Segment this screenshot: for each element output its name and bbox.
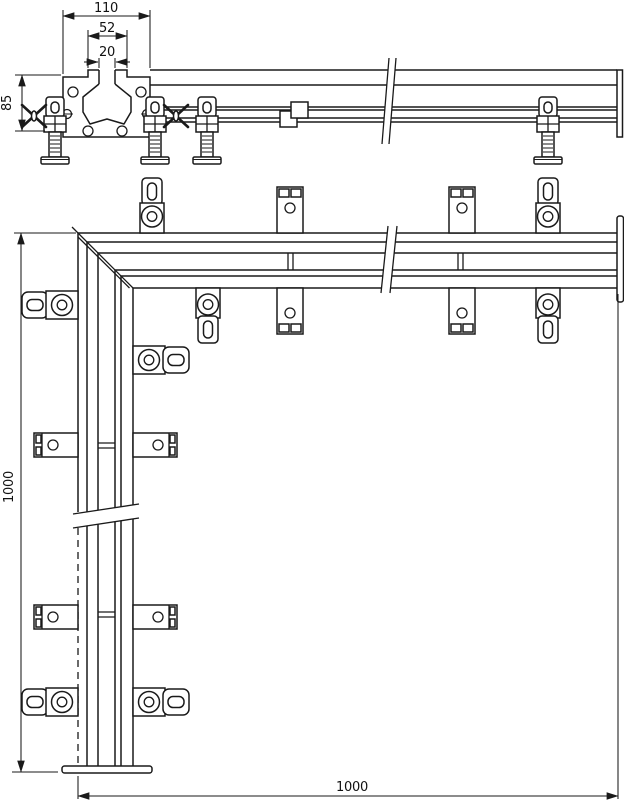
section-elevation-view: 110 52 20 85 [0,1,624,165]
knob-bracket-outer-top-1 [139,177,165,234]
dim-label-section-height: 85 [0,95,15,111]
plate-bracket-outer-left-2 [33,432,79,458]
rail-end-cap-right [616,215,624,303]
plan-break-vertical-leg [72,503,140,529]
dim-label-left-leg: 1000 [2,471,17,503]
dim-label-bottom-leg: 1000 [336,780,368,795]
dimension-vertical-1000: 1000 [2,232,76,773]
plan-rail-outline [71,226,617,766]
rail-end-cap-elevation [616,69,624,138]
plan-view: 1000 1000 [2,177,624,800]
screw-bosses [61,86,153,137]
dimension-horizontal-1000: 1000 [77,294,619,800]
wing-screw-left [20,103,48,129]
plate-bracket-outer-top-2 [276,186,304,234]
knob-bracket-outer-top-4 [535,177,561,234]
plate-bracket-inner-bottom-3 [448,287,476,335]
rail-end-cap-bottom [61,765,153,774]
knob-bracket-inner-right-1 [132,345,190,375]
plate-bracket-inner-right-3 [132,604,178,630]
plan-break-horizontal-leg [380,225,398,294]
plate-bracket-outer-top-3 [448,186,476,234]
plate-bracket-inner-bottom-2 [276,287,304,335]
elevation-break [381,57,397,145]
channel-splice-ties [98,253,464,618]
knob-bracket-inner-bottom-4 [535,287,561,344]
plate-bracket-inner-right-2 [132,432,178,458]
rail-side-elevation [150,69,624,138]
knob-bracket-outer-left-4 [21,687,79,717]
plate-bracket-outer-left-3 [33,604,79,630]
knob-bracket-inner-right-4 [132,687,190,717]
dim-label-mid-width: 52 [99,21,115,36]
knob-bracket-outer-left-1 [21,290,79,320]
dim-label-outer-width: 110 [94,1,118,16]
wing-screw-right [162,103,190,129]
rail-splice-plates [279,101,309,128]
rail-cross-section-profile [61,69,153,138]
miter-seam [71,226,134,289]
section-dimensions: 110 52 20 85 [0,1,151,132]
knob-bracket-inner-bottom-1 [195,287,221,344]
dim-label-slot-width: 20 [99,45,115,60]
plan-brackets [21,177,561,717]
